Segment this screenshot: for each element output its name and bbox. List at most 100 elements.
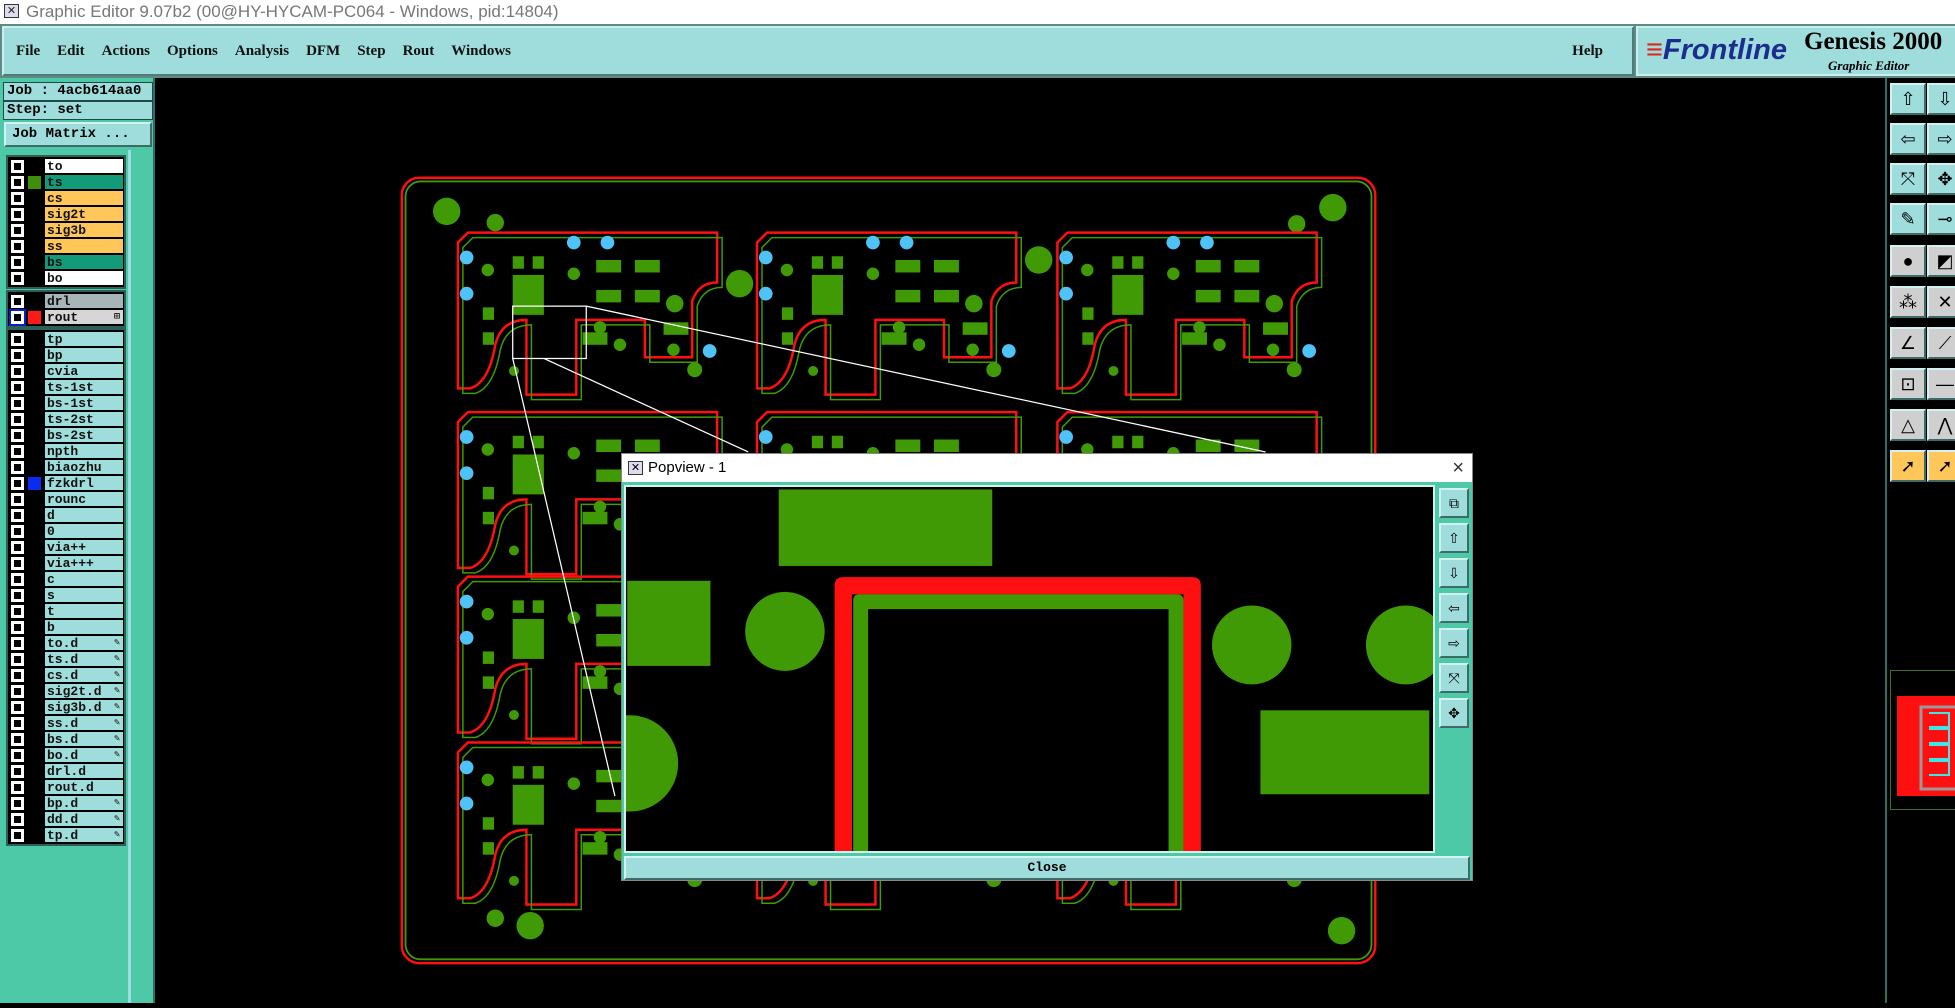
layer-name[interactable]: ts-1st — [45, 379, 123, 395]
cross-icon[interactable]: ✕ — [1927, 286, 1955, 318]
layer-color-swatch[interactable] — [28, 255, 41, 269]
layer-color-swatch[interactable] — [28, 175, 41, 189]
layer-name[interactable]: cvia — [45, 363, 123, 379]
layer-color-swatch[interactable] — [28, 700, 41, 714]
layer-checkbox[interactable] — [11, 508, 24, 522]
layer-name[interactable]: d — [45, 507, 123, 523]
pan-up-icon[interactable]: ⇧ — [1439, 523, 1469, 553]
layer-color-swatch[interactable] — [28, 780, 41, 794]
mini-map[interactable] — [1890, 670, 1955, 810]
layer-name[interactable]: biaozhu — [45, 459, 123, 475]
layer-name[interactable]: fzkdrl — [45, 475, 123, 491]
layer-row-biaozhu[interactable]: biaozhu — [9, 459, 123, 475]
pan-right-icon[interactable]: ⇨ — [1439, 628, 1469, 658]
layer-row-bo.d[interactable]: bo.d✎ — [9, 747, 123, 763]
layer-color-swatch[interactable] — [28, 380, 41, 394]
layer-row-bp.d[interactable]: bp.d✎ — [9, 795, 123, 811]
layer-color-swatch[interactable] — [28, 668, 41, 682]
layer-row-drl.d[interactable]: drl.d — [9, 763, 123, 779]
job-matrix-button[interactable]: Job Matrix ... — [4, 122, 152, 147]
layer-name[interactable]: bo — [45, 270, 123, 286]
connect-icon[interactable]: ⁂ — [1890, 286, 1926, 318]
layer-color-swatch[interactable] — [28, 732, 41, 746]
menu-dfm[interactable]: DFM — [306, 42, 341, 59]
pan-down-icon[interactable]: ⇩ — [1439, 558, 1469, 588]
layer-row-npth[interactable]: npth — [9, 443, 123, 459]
layer-row-to[interactable]: to — [9, 158, 123, 174]
layer-name[interactable]: b — [45, 619, 123, 635]
layer-checkbox[interactable] — [11, 271, 24, 285]
layer-color-swatch[interactable] — [28, 348, 41, 362]
layer-checkbox[interactable] — [11, 556, 24, 570]
layer-row-cvia[interactable]: cvia — [9, 363, 123, 379]
layer-name[interactable]: bo.d✎ — [45, 747, 123, 763]
layer-color-swatch[interactable] — [28, 556, 41, 570]
layer-row-rout.d[interactable]: rout.d — [9, 779, 123, 795]
layer-color-swatch[interactable] — [28, 159, 41, 173]
layer-name[interactable]: sig3b — [45, 222, 123, 238]
layer-name[interactable]: rounc — [45, 491, 123, 507]
layer-name[interactable]: cs — [45, 190, 123, 206]
layer-name[interactable]: ss — [45, 238, 123, 254]
layer-checkbox[interactable] — [11, 380, 24, 394]
layer-color-swatch[interactable] — [28, 191, 41, 205]
line-icon[interactable]: ∠ — [1890, 327, 1926, 359]
layer-name[interactable]: bp.d✎ — [45, 795, 123, 811]
layer-checkbox[interactable] — [11, 812, 24, 826]
layer-checkbox[interactable] — [11, 716, 24, 730]
close-button[interactable]: Close — [624, 856, 1470, 880]
layer-color-swatch[interactable] — [28, 748, 41, 762]
layer-name[interactable]: to.d✎ — [45, 635, 123, 651]
arc-icon[interactable]: ⋀ — [1927, 409, 1955, 441]
layer-row-ts-2st[interactable]: ts-2st — [9, 411, 123, 427]
menu-edit[interactable]: Edit — [57, 42, 85, 59]
layer-checkbox[interactable] — [11, 524, 24, 538]
layer-row-bs.d[interactable]: bs.d✎ — [9, 731, 123, 747]
popview-canvas[interactable] — [581, 485, 1446, 853]
layer-row-s[interactable]: s — [9, 587, 123, 603]
layer-name[interactable]: via++ — [45, 539, 123, 555]
pointer-icon[interactable]: ➚ — [1890, 450, 1926, 482]
layer-color-swatch[interactable] — [28, 652, 41, 666]
layer-checkbox[interactable] — [11, 175, 24, 189]
menu-file[interactable]: File — [16, 42, 41, 59]
layer-color-swatch[interactable] — [28, 764, 41, 778]
menu-windows[interactable]: Windows — [451, 42, 511, 59]
snap-icon[interactable]: ⊸ — [1927, 203, 1955, 235]
layer-checkbox[interactable] — [11, 796, 24, 810]
layer-color-swatch[interactable] — [28, 310, 41, 324]
layer-row-sig2t[interactable]: sig2t — [9, 206, 123, 222]
move-up-icon[interactable]: ⇧ — [1890, 83, 1926, 115]
menu-analysis[interactable]: Analysis — [234, 42, 290, 59]
layer-row-to.d[interactable]: to.d✎ — [9, 635, 123, 651]
layer-row-0[interactable]: 0 — [9, 523, 123, 539]
layer-name[interactable]: ts-2st — [45, 411, 123, 427]
triangle-icon[interactable]: △ — [1890, 409, 1926, 441]
layer-checkbox[interactable] — [11, 828, 24, 842]
layer-checkbox[interactable] — [11, 732, 24, 746]
split-icon[interactable]: — — [1927, 368, 1955, 400]
move-left-icon[interactable]: ⇦ — [1890, 123, 1926, 155]
layer-name[interactable]: dd.d✎ — [45, 811, 123, 827]
layer-row-rounc[interactable]: rounc — [9, 491, 123, 507]
layer-row-rout[interactable]: rout⊞ — [9, 308, 123, 326]
layer-color-swatch[interactable] — [28, 428, 41, 442]
layer-checkbox[interactable] — [11, 460, 24, 474]
zoom-fit-icon[interactable]: ⤧ — [1890, 163, 1926, 195]
layer-row-ts.d[interactable]: ts.d✎ — [9, 651, 123, 667]
layer-row-bs-2st[interactable]: bs-2st — [9, 427, 123, 443]
layer-checkbox[interactable] — [11, 239, 24, 253]
layer-row-bs[interactable]: bs — [9, 254, 123, 270]
layer-color-swatch[interactable] — [28, 412, 41, 426]
layer-checkbox[interactable] — [11, 748, 24, 762]
layer-row-sig3b.d[interactable]: sig3b.d✎ — [9, 699, 123, 715]
pointer-box-icon[interactable]: ➚ — [1927, 450, 1955, 482]
layer-checkbox[interactable] — [11, 572, 24, 586]
layer-color-swatch[interactable] — [28, 812, 41, 826]
layer-checkbox[interactable] — [11, 764, 24, 778]
layer-row-t[interactable]: t — [9, 603, 123, 619]
layer-name[interactable]: bp — [45, 347, 123, 363]
net-select-icon[interactable]: ◩ — [1927, 245, 1955, 277]
layer-color-swatch[interactable] — [28, 828, 41, 842]
layer-checkbox[interactable] — [11, 492, 24, 506]
